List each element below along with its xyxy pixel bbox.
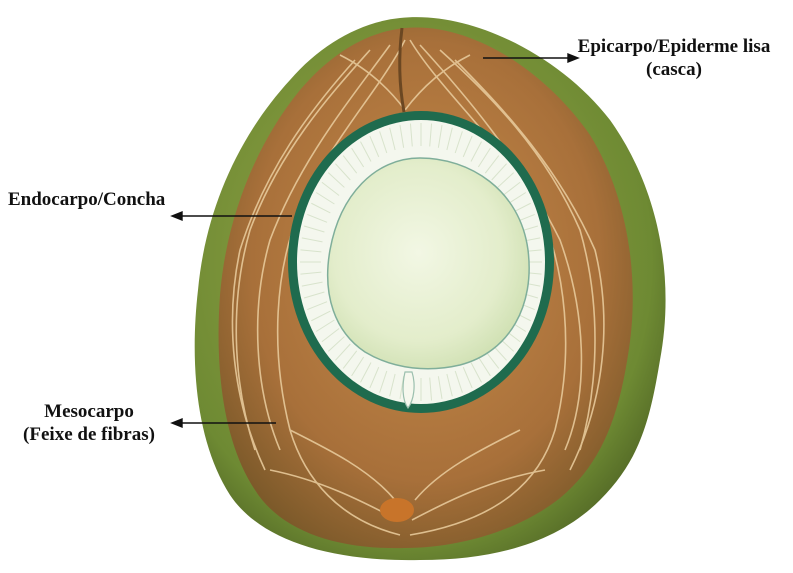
endocarp-label-line1: Endocarpo/Concha — [8, 188, 208, 211]
stem-base — [380, 498, 414, 522]
epicarp-label-line2: (casca) — [556, 58, 792, 81]
mesocarp-label-line1: Mesocarpo — [8, 400, 170, 423]
liquid-endosperm — [328, 158, 529, 369]
mesocarp-label: Mesocarpo (Feixe de fibras) — [8, 400, 170, 446]
mesocarp-arrowhead — [172, 419, 182, 427]
mesocarp-label-line2: (Feixe de fibras) — [8, 423, 170, 446]
epicarp-label: Epicarpo/Epiderme lisa (casca) — [556, 35, 792, 81]
epicarp-label-line1: Epicarpo/Epiderme lisa — [556, 35, 792, 58]
endocarp-arrowhead — [172, 212, 182, 220]
endocarp-label: Endocarpo/Concha — [8, 188, 208, 211]
